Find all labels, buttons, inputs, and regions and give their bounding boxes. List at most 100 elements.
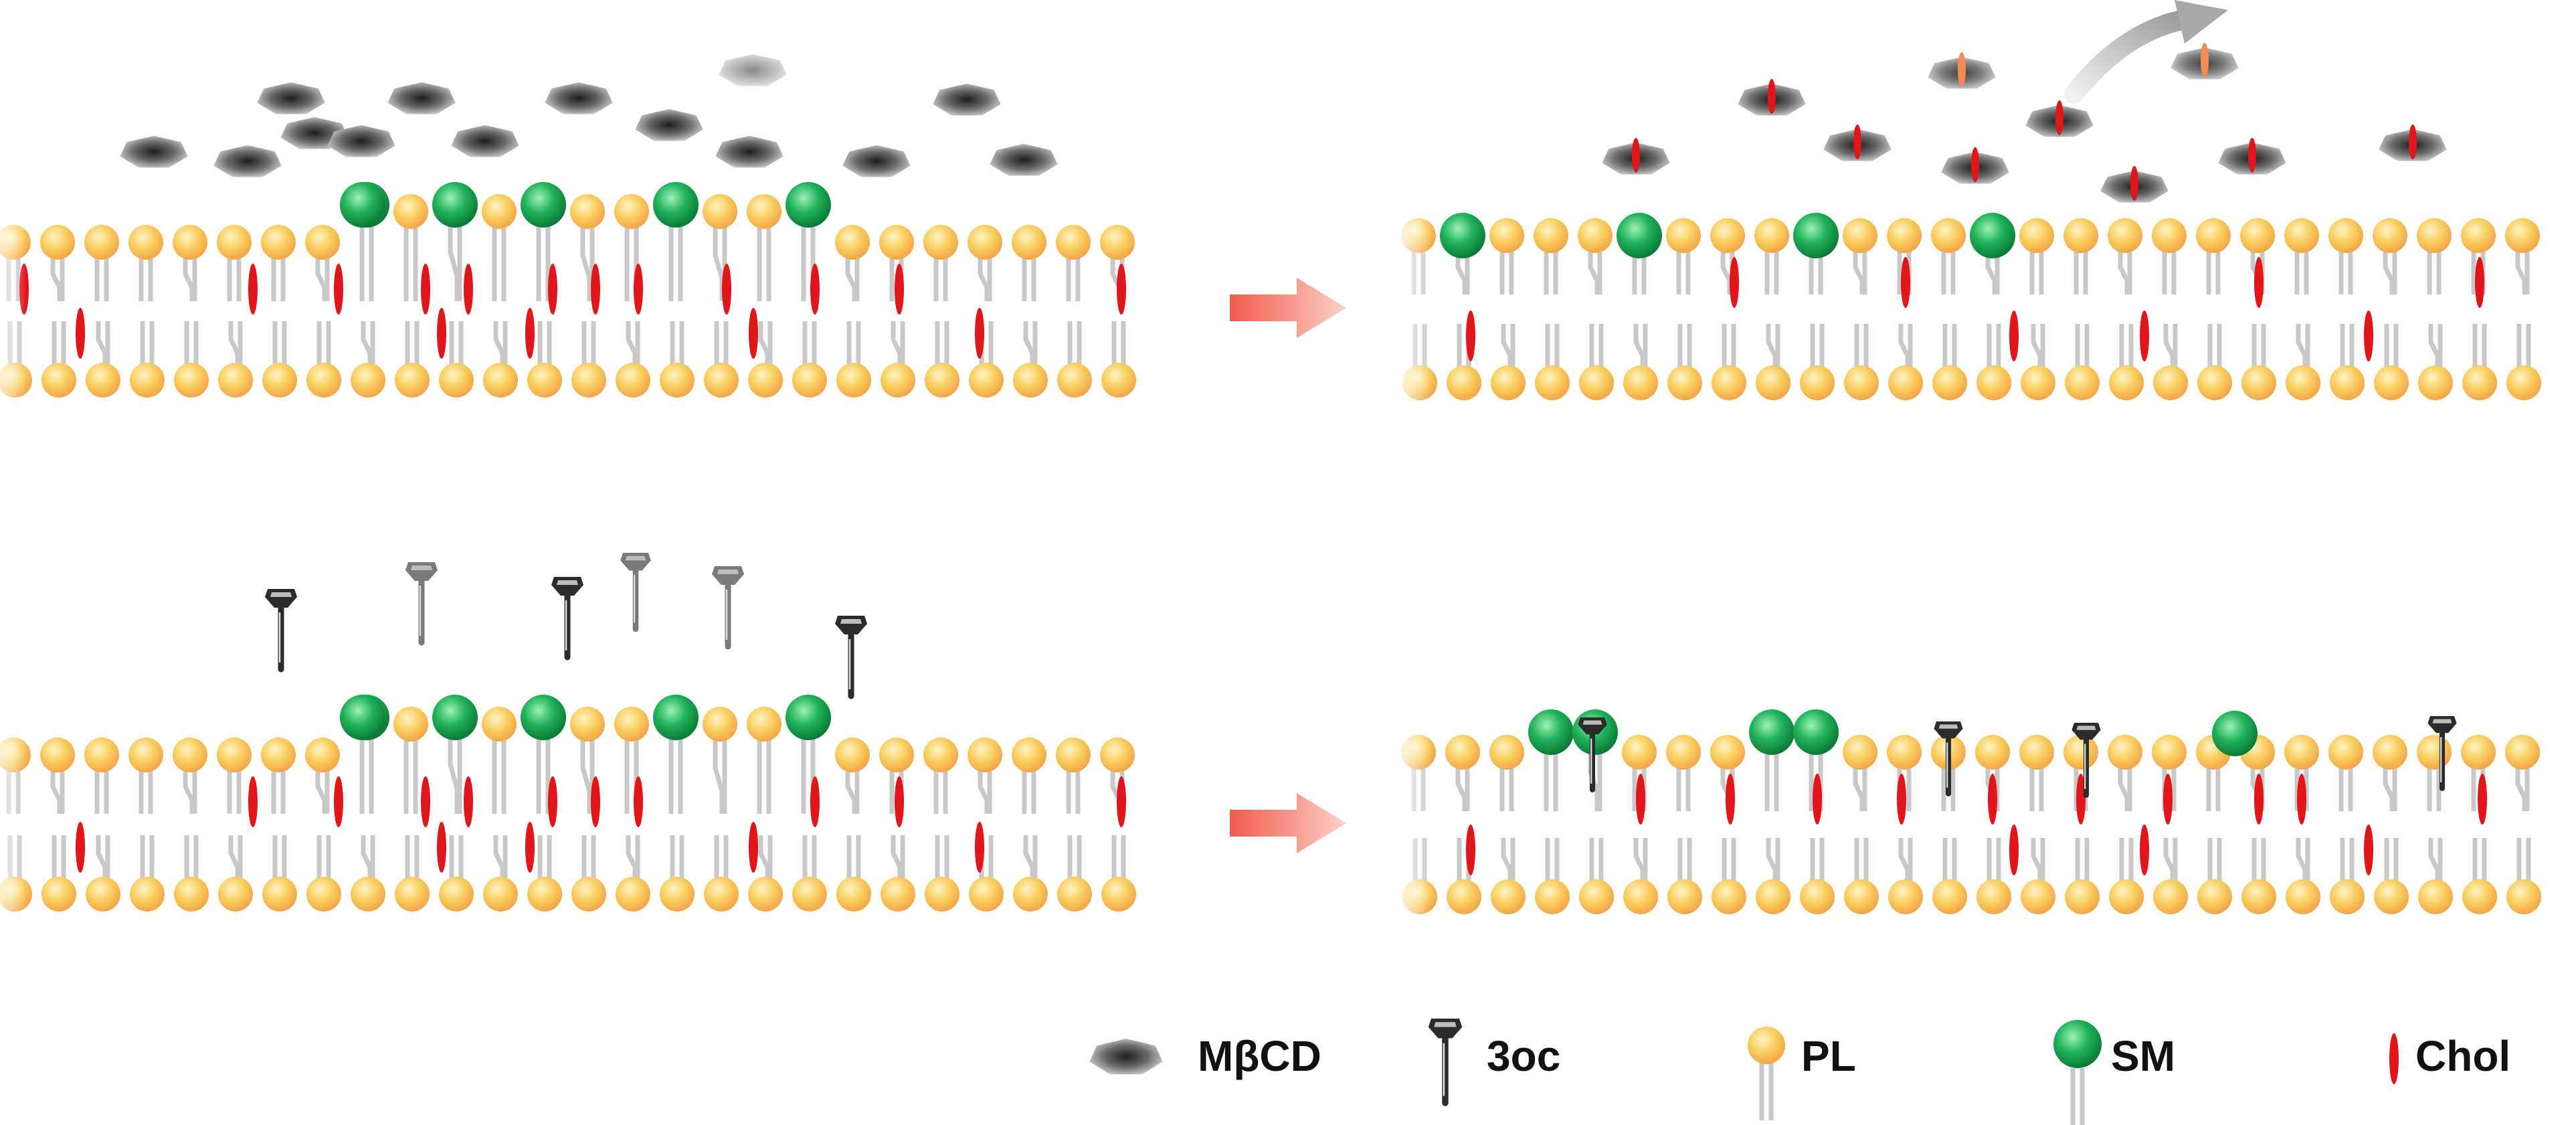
sphingomyelin-head	[1617, 213, 1662, 258]
phospholipid-head	[439, 877, 474, 912]
phospholipid-head	[747, 194, 781, 229]
phospholipid-head	[262, 363, 297, 398]
3oc-icon	[712, 566, 744, 650]
legend-label-3oc: 3oc	[1487, 1032, 1560, 1080]
phospholipid-head	[570, 194, 605, 229]
phospholipid-head	[1623, 365, 1658, 400]
phospholipid-head	[969, 363, 1004, 398]
phospholipid-head	[1013, 363, 1048, 398]
phospholipid-head	[2197, 879, 2232, 914]
phospholipid-head	[2418, 365, 2453, 400]
phospholipid-head	[2019, 735, 2054, 770]
cholesterol-molecule	[1117, 776, 1126, 827]
phospholipid-head	[2286, 365, 2320, 400]
phospholipid-head	[2152, 218, 2187, 253]
sphingomyelin-head	[432, 182, 478, 228]
sphingomyelin-head	[1440, 213, 1485, 258]
phospholipid-head	[2019, 218, 2054, 253]
phospholipid-head	[1887, 735, 1922, 770]
phospholipid-head	[881, 877, 915, 912]
cholesterol-molecule	[1726, 774, 1735, 825]
phospholipid-head	[792, 363, 827, 398]
phospholipid-head	[1667, 365, 1702, 400]
cholesterol-molecule	[464, 264, 473, 315]
phospholipid-head	[1710, 735, 1745, 770]
mbcd-cholesterol-complex-icon	[2379, 124, 2447, 161]
cholesterol-molecule	[2140, 825, 2149, 875]
cholesterol-molecule	[895, 776, 904, 827]
phospholipid-head	[393, 194, 428, 229]
mbcd-cholesterol-complex-icon	[2025, 100, 2094, 137]
phospholipid-head	[1756, 365, 1790, 400]
phospholipid-head	[1800, 365, 1835, 400]
phospholipid-head	[1843, 218, 1877, 253]
phospholipid-head	[968, 738, 1002, 772]
mbcd-cholesterol-complex-icon	[2218, 138, 2286, 175]
3oc-icon	[405, 562, 438, 646]
phospholipid-head	[1535, 879, 1570, 914]
phospholipid-head	[173, 225, 207, 260]
phospholipid-head	[1056, 225, 1091, 260]
phospholipid-head	[86, 363, 120, 398]
phospholipid-head	[174, 877, 209, 912]
phospholipid-head	[616, 363, 650, 398]
phospholipid-head	[128, 225, 163, 260]
phospholipid-head	[881, 363, 915, 398]
phospholipid-head	[1976, 365, 2011, 400]
phospholipid-head	[261, 225, 296, 260]
phospholipid-head	[2286, 879, 2320, 914]
phospholipid-head	[130, 877, 165, 912]
cholesterol-molecule	[2163, 774, 2173, 825]
phospholipid-head	[395, 877, 430, 912]
phospholipid-head	[1622, 735, 1657, 770]
cholesterol-molecule	[248, 264, 258, 315]
sphingomyelin-head	[653, 695, 699, 740]
phospholipid-head	[40, 225, 75, 260]
3oc-icon	[1428, 1019, 1463, 1106]
phospholipid-head	[835, 225, 870, 260]
membrane-panel-bottom-right	[1392, 699, 2576, 924]
phospholipid-head	[217, 738, 252, 772]
mbcd-cholesterol-complex-icon	[1602, 138, 1670, 175]
phospholipid-head	[306, 877, 341, 912]
mbcd-icon	[715, 136, 784, 168]
3oc-icon	[265, 589, 297, 673]
cholesterol-molecule	[248, 776, 258, 827]
phospholipid-head	[836, 363, 871, 398]
3oc-icon	[2427, 716, 2457, 792]
cholesterol-molecule	[722, 264, 731, 315]
phospholipid-head	[261, 738, 296, 772]
phospholipid-head	[482, 707, 517, 742]
phospholipid-head	[41, 877, 76, 912]
phospholipid-head	[969, 877, 1004, 912]
cholesterol-molecule	[437, 308, 446, 359]
cholesterol-molecule	[1988, 774, 1997, 825]
phospholipid-head	[704, 363, 739, 398]
mbcd-cholesterol-complex-icon	[1928, 52, 1996, 89]
phospholipid-head	[2197, 365, 2232, 400]
phospholipid-head	[2374, 879, 2409, 914]
phospholipid-head	[616, 877, 650, 912]
phospholipid-head	[747, 707, 781, 742]
phospholipid-head	[2109, 365, 2144, 400]
phospholipid-head	[395, 363, 430, 398]
mbcd-icon	[990, 144, 1058, 176]
cholesterol-molecule	[1117, 264, 1126, 315]
cholesterol-molecule	[2076, 774, 2086, 825]
cholesterol-molecule	[334, 264, 343, 315]
mbcd-icon	[635, 109, 703, 141]
phospholipid-head	[1012, 738, 1046, 772]
membrane-panel-top-right	[1392, 43, 2576, 410]
phospholipid-head	[2506, 365, 2541, 400]
phospholipid-head	[130, 363, 165, 398]
phospholipid-head	[2330, 879, 2365, 914]
sphingomyelin-head	[1793, 709, 1839, 755]
3oc-icon	[620, 553, 651, 632]
phospholipid-head	[527, 363, 562, 398]
mbcd-icon	[1089, 1039, 1163, 1075]
phospholipid-head	[41, 363, 76, 398]
phospholipid-head	[2108, 218, 2142, 253]
phospholipid-head	[1887, 218, 1922, 253]
phospholipid-head	[1623, 879, 1658, 914]
